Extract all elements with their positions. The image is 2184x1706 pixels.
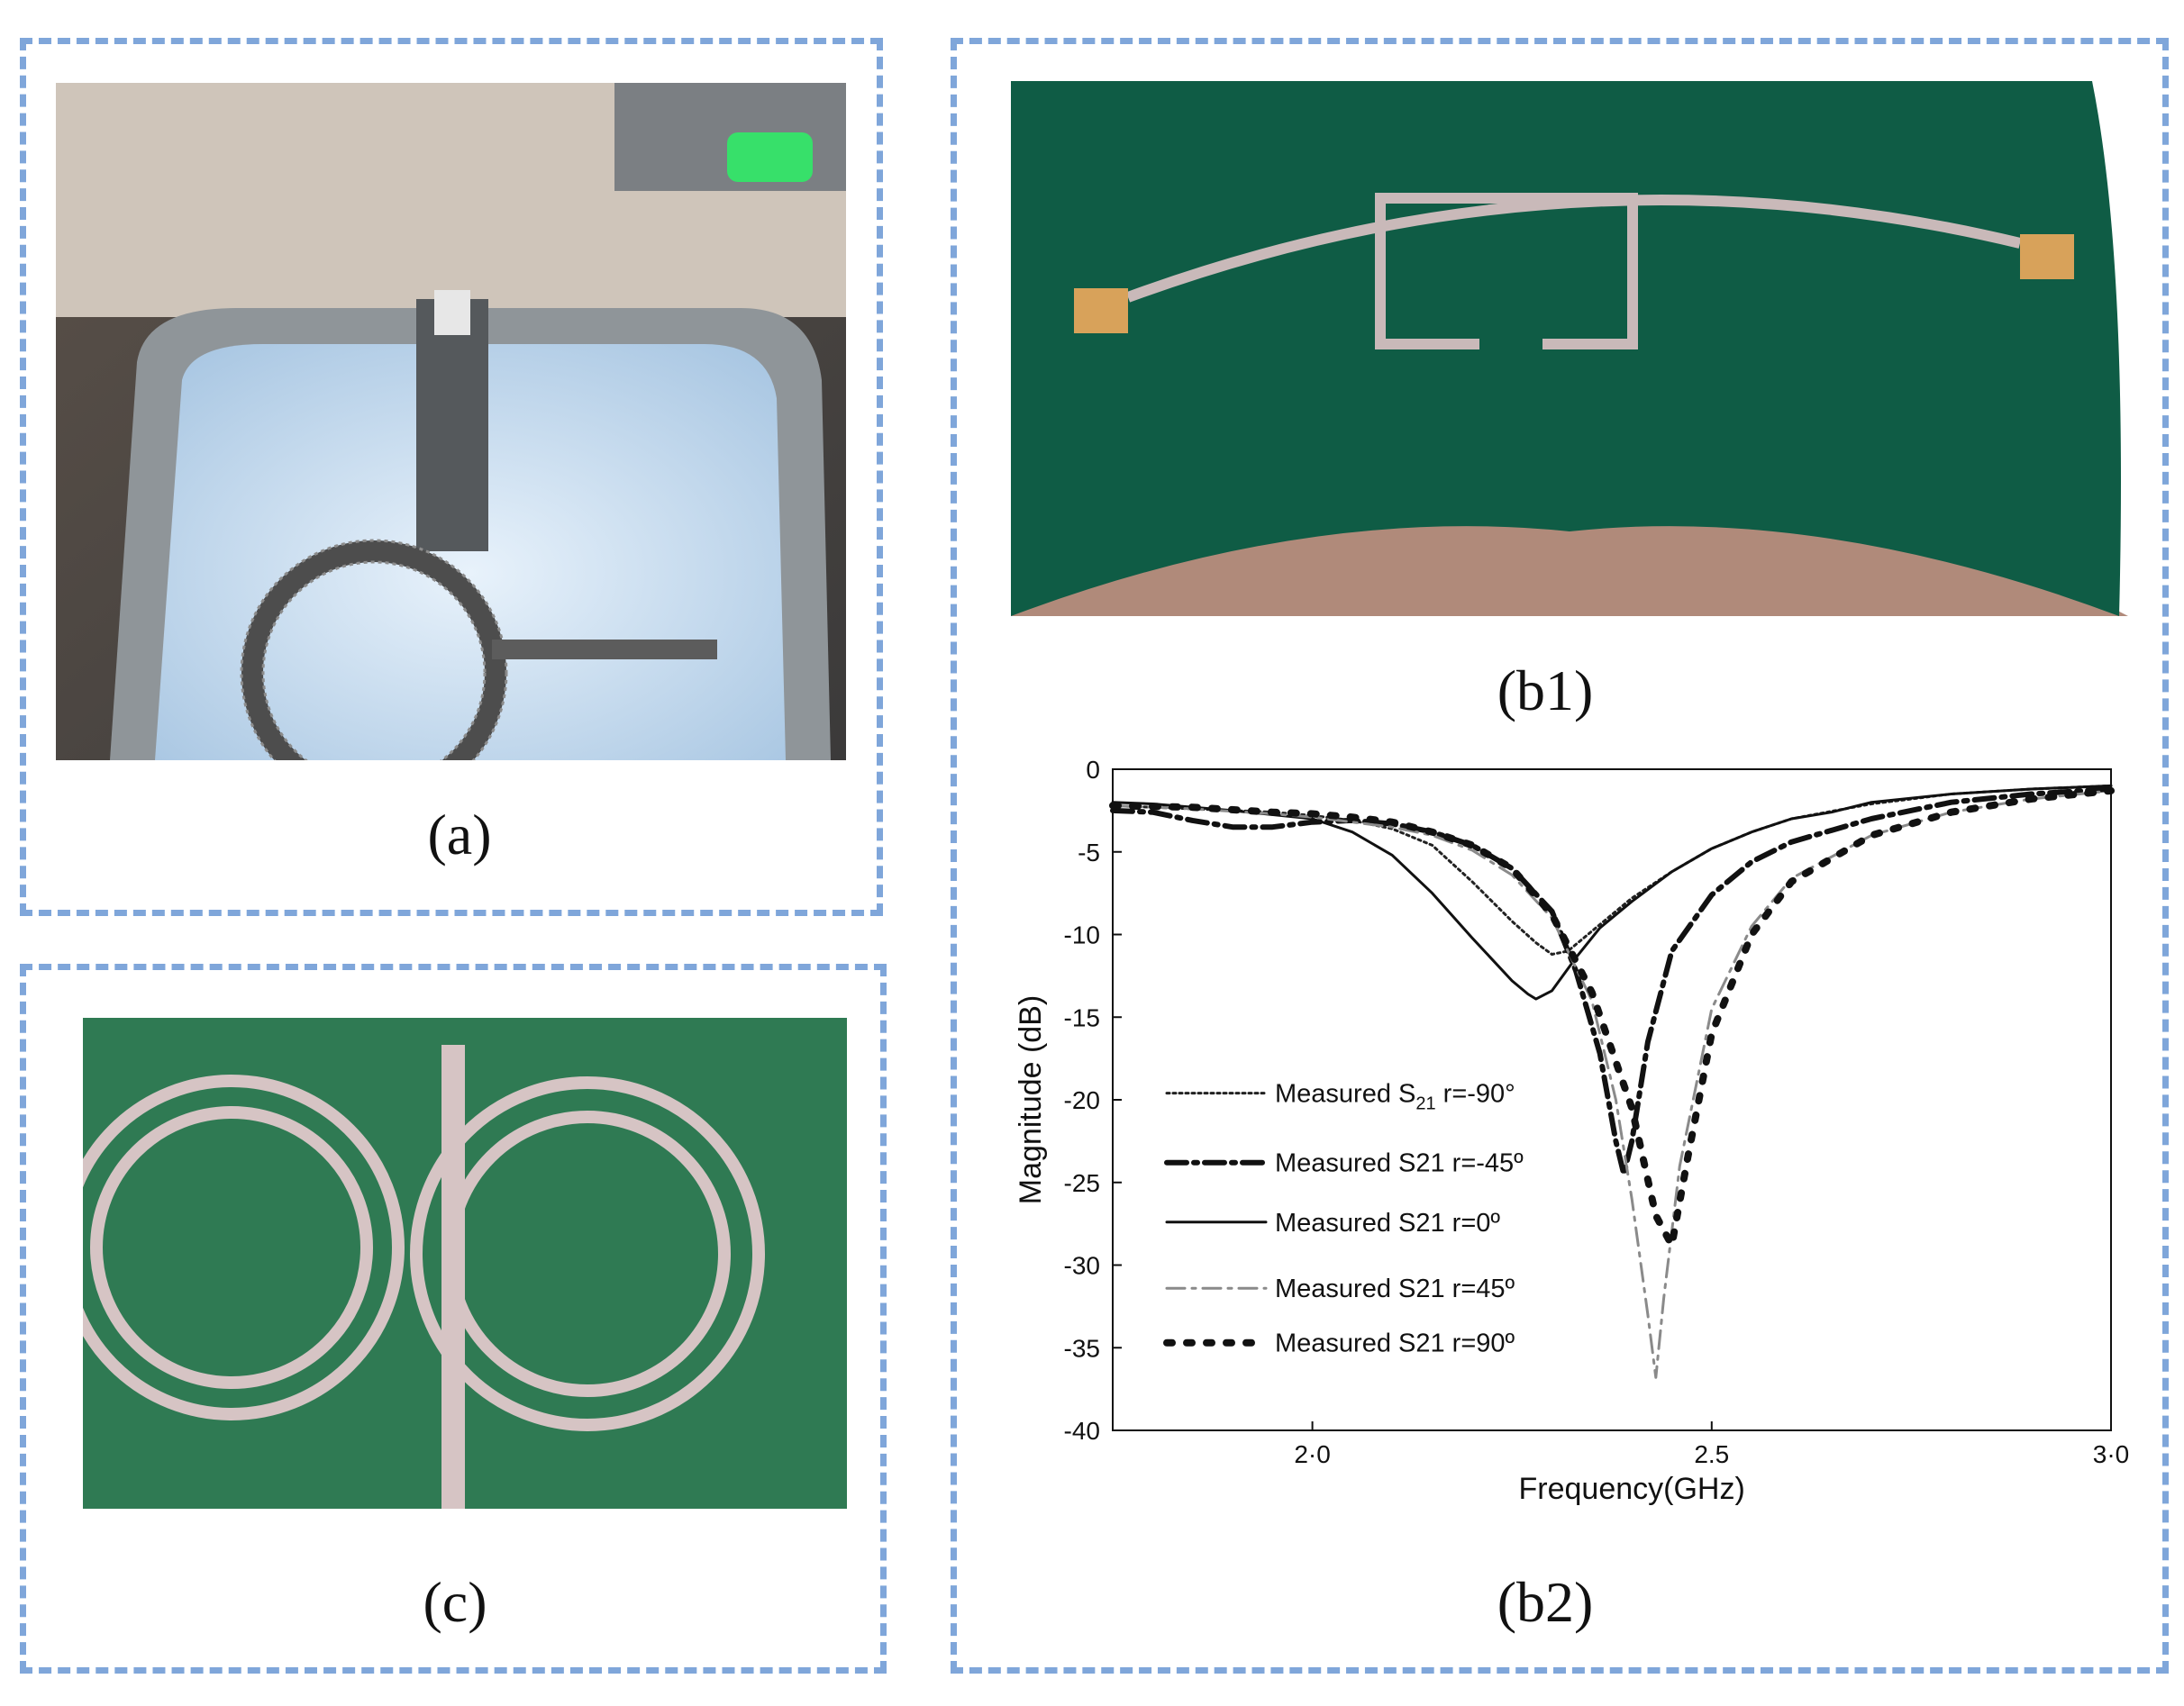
series-line-1 — [1111, 784, 2113, 956]
legend-label-3: Measured S21 r=0º — [1275, 1209, 1500, 1238]
x-tick-label: 2.5 — [1694, 1440, 1729, 1468]
series-line-3 — [1111, 784, 2113, 1001]
y-tick-label: -30 — [1064, 1252, 1100, 1280]
x-axis-ticks: 2·0 2.5 3·0 — [1294, 1421, 2129, 1468]
legend-label-1: Measured S21 r=-90° — [1275, 1080, 1515, 1114]
split-ring-embroidery-photo — [83, 1018, 847, 1509]
embroidery-machine-photo — [56, 83, 846, 760]
series-line-4 — [1111, 789, 2113, 1379]
series-line-2 — [1110, 786, 2114, 1177]
y-axis-ticks: 0 -5 -10 -15 -20 -25 -30 -35 -40 — [1064, 756, 1122, 1445]
x-axis-title: Frequency(GHz) — [1519, 1472, 1745, 1506]
caption-c: (c) — [423, 1570, 487, 1634]
caption-a: (a) — [427, 803, 492, 867]
s21-magnitude-chart: 0 -5 -10 -15 -20 -25 -30 -35 -40 2·0 2.5 3·0 Measu… — [991, 748, 2153, 1540]
x-tick-label: 3·0 — [2093, 1440, 2129, 1468]
series-line-5 — [1109, 786, 2115, 1249]
y-tick-label: -15 — [1064, 1003, 1100, 1031]
felt-antenna-headband-photo — [1011, 81, 2128, 616]
legend-label-2: Measured S21 r=-45º — [1275, 1149, 1524, 1178]
chart-canvas: 0 -5 -10 -15 -20 -25 -30 -35 -40 2·0 2.5 3·0 Measu… — [1014, 756, 2129, 1506]
y-tick-label: -20 — [1064, 1086, 1100, 1114]
caption-b2: (b2) — [1497, 1570, 1594, 1634]
panel-c-frame — [20, 964, 887, 1674]
y-tick-label: -35 — [1064, 1334, 1100, 1362]
y-tick-label: 0 — [1086, 756, 1100, 784]
plot-area-frame — [1112, 768, 2112, 1431]
series-lines — [1109, 784, 2115, 1379]
caption-b1: (b1) — [1497, 658, 1594, 722]
y-axis-title: Magnitude (dB) — [1014, 995, 1048, 1204]
legend: Measured S21 r=-90° Measured S21 r=-45ºMe… — [1163, 1080, 1524, 1358]
y-tick-label: -5 — [1078, 839, 1100, 867]
y-tick-label: -25 — [1064, 1169, 1100, 1197]
y-tick-label: -40 — [1064, 1417, 1100, 1445]
panel-b-frame — [951, 38, 2169, 1674]
y-tick-label: -10 — [1064, 921, 1100, 949]
legend-label-5: Measured S21 r=90º — [1275, 1329, 1515, 1358]
x-tick-label: 2·0 — [1294, 1440, 1330, 1468]
legend-label-4: Measured S21 r=45º — [1275, 1275, 1515, 1303]
panel-a-frame — [20, 38, 883, 916]
